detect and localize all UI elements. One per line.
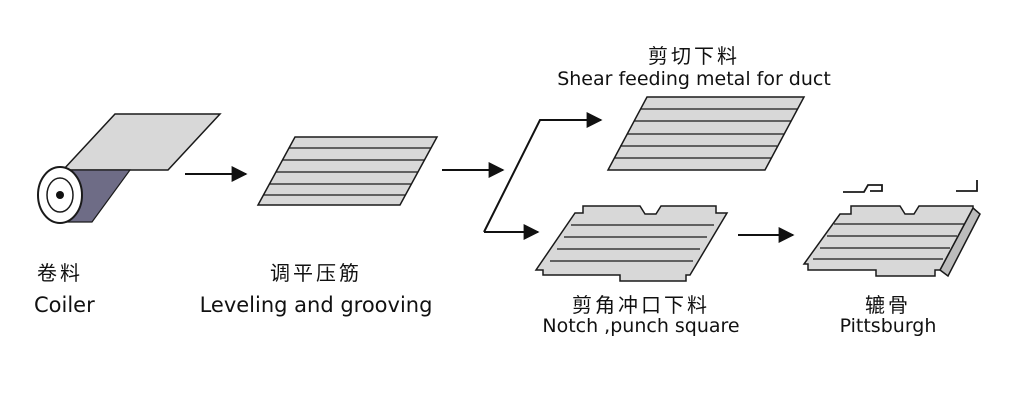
leveling-sheet-icon [256, 136, 439, 206]
notch-label-en: Notch ,punch square [542, 315, 740, 337]
shear-label-zh: 剪切下料 [648, 44, 740, 68]
coiler-label-zh: 卷料 [37, 261, 83, 285]
coiler-roll-icon [37, 113, 222, 224]
coiler-label-en: Coiler [34, 293, 95, 317]
leveling-label-zh: 调平压筋 [270, 261, 362, 285]
pittsburgh-seam-profile-icon [843, 184, 883, 193]
pittsburgh-label-en: Pittsburgh [839, 315, 937, 337]
notched-sheet-icon [534, 205, 729, 282]
pittsburgh-flange-profile-icon [956, 180, 978, 192]
notch-label-zh: 剪角冲口下料 [572, 293, 710, 317]
pittsburgh-label-zh: 辘骨 [865, 293, 911, 317]
shear-sheet-icon [606, 96, 806, 171]
leveling-label-en: Leveling and grooving [199, 293, 433, 317]
pittsburgh-sheet-icon [802, 205, 981, 278]
arrow-branch-to-shear [483, 112, 603, 233]
shear-label-en: Shear feeding metal for duct [557, 68, 831, 90]
